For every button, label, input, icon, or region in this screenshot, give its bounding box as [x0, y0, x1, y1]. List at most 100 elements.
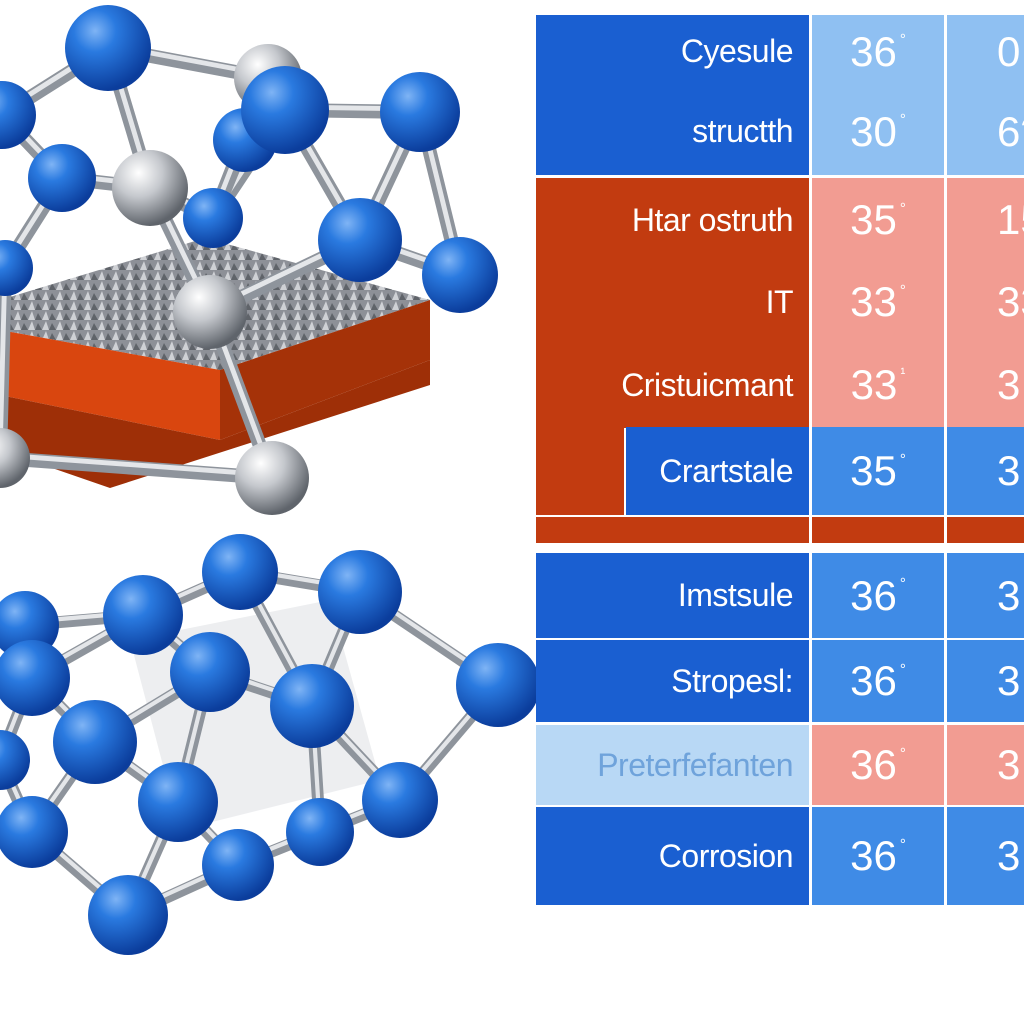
blue-atom	[0, 591, 59, 659]
row-label-text: Htar ostruth	[631, 201, 794, 238]
table-value-col1: 36°	[812, 807, 944, 905]
value-mark: °	[899, 660, 906, 678]
table-value-col1: 36°	[812, 15, 944, 88]
table-value-col2: 33	[947, 262, 1024, 342]
value-text: 35	[850, 196, 897, 243]
value-text: 3	[997, 832, 1021, 879]
value-mark: °	[899, 199, 906, 217]
table-row-label: Htar ostruth	[536, 178, 809, 262]
blue-atom	[270, 664, 354, 748]
value-mark: °	[899, 575, 906, 592]
value-mark: °	[899, 744, 906, 762]
blue-atom	[88, 875, 168, 955]
table-row-label: Crartstale	[626, 427, 809, 515]
blue-atom	[103, 575, 183, 655]
value-mark: °	[899, 450, 906, 468]
table-value-col2: 3	[947, 427, 1024, 515]
table-value-col2: 3	[947, 725, 1024, 805]
table-value-col1: 36°	[812, 640, 944, 722]
value-text: 0	[997, 27, 1021, 75]
blue-atom	[318, 198, 402, 282]
blue-atom	[422, 237, 498, 313]
table-row-label: Cristuicmant	[536, 345, 809, 425]
blue-atom	[138, 762, 218, 842]
row-label-text: Cyesule	[680, 33, 794, 69]
silver-atom	[112, 150, 188, 226]
table-row-label: Preterfefanten	[536, 725, 809, 805]
value-text: 36	[850, 741, 897, 788]
blue-atom	[286, 798, 354, 866]
table-value-col1: 35°	[812, 178, 944, 262]
blue-atom	[456, 643, 540, 727]
row-label-text: Preterfefanten	[597, 746, 793, 783]
blue-atom	[202, 534, 278, 610]
value-text: 36	[850, 832, 897, 879]
bond	[0, 451, 279, 485]
table-value-col2: 6?	[947, 88, 1024, 175]
value-text: 36	[850, 657, 897, 704]
blue-atom	[202, 829, 274, 901]
separator-bar-red	[812, 517, 944, 543]
group-panel-red	[536, 178, 809, 428]
blue-atom	[0, 730, 30, 790]
value-mark: °	[899, 281, 906, 299]
value-mark: °	[899, 835, 906, 853]
row-label-text: structth	[692, 113, 793, 149]
table-value-col2: 3	[947, 807, 1024, 905]
blue-atom	[170, 632, 250, 712]
table-row-label: structth	[536, 88, 809, 175]
blue-atom	[28, 144, 96, 212]
separator-bar-red	[947, 517, 1024, 543]
value-text: 15	[997, 196, 1024, 243]
silver-atom	[0, 428, 30, 488]
table-value-col2: 0	[947, 15, 1024, 88]
table-value-col2: 3	[947, 640, 1024, 722]
silver-atom	[173, 275, 247, 349]
blue-atom	[0, 81, 36, 149]
value-text: 36	[850, 571, 897, 619]
blue-atom	[0, 640, 70, 716]
value-text: 35	[850, 447, 897, 494]
value-mark: °	[899, 111, 906, 128]
table-row-label: Cyesule	[536, 15, 809, 88]
row-label-text: IT	[765, 283, 794, 320]
blue-atom	[0, 796, 68, 868]
table-row-label: IT	[536, 262, 809, 342]
value-text: 33	[997, 278, 1024, 325]
table-row-label: Imstsule	[536, 553, 809, 638]
value-text: 36	[850, 27, 897, 75]
row-label-text: Corrosion	[658, 837, 794, 874]
blue-atom	[0, 240, 33, 296]
table-value-col1: 36°	[812, 725, 944, 805]
value-text: 33	[850, 361, 898, 408]
value-mark: °	[899, 31, 906, 48]
bond-highlight	[0, 262, 8, 458]
value-text: 3	[997, 447, 1021, 494]
blue-atom	[53, 700, 137, 784]
row-label-text: Imstsule	[677, 577, 794, 613]
row-label-text: Stropesl:	[671, 662, 793, 699]
blue-atom	[318, 550, 402, 634]
value-text: 3	[997, 361, 1021, 408]
accent-block-red	[536, 427, 624, 515]
upper-lattice-atoms	[0, 5, 498, 515]
blue-atom	[241, 66, 329, 154]
blue-atom	[380, 72, 460, 152]
blue-atom	[65, 5, 151, 91]
value-text: 3	[997, 741, 1021, 788]
table-value-col1: 33°	[812, 262, 944, 342]
table-value-col2: 3	[947, 553, 1024, 638]
table-row-label: Corrosion	[536, 807, 809, 905]
group-panel-col1-red	[812, 178, 944, 428]
table-row-label: Stropesl:	[536, 640, 809, 722]
lower-lattice-atoms	[0, 534, 540, 955]
value-text: 33	[850, 278, 897, 325]
blue-atom	[183, 188, 243, 248]
value-text: 6?	[997, 107, 1024, 155]
table-value-col1: 36°	[812, 553, 944, 638]
value-text: 3	[997, 571, 1021, 619]
separator-bar-red	[536, 517, 809, 543]
